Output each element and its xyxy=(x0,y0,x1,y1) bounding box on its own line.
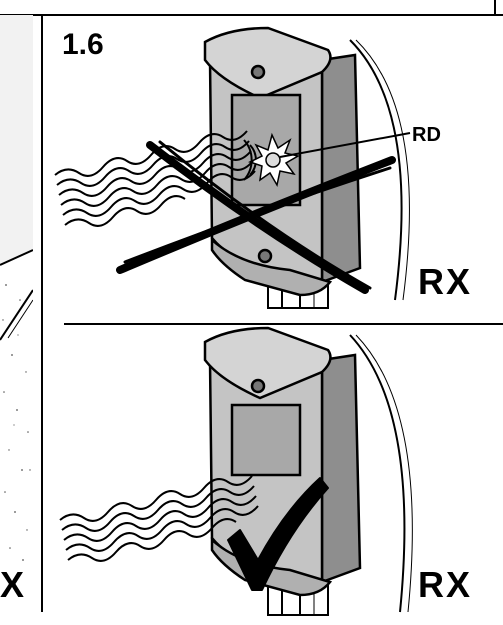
screw-icon xyxy=(250,378,266,394)
top-panel xyxy=(54,26,411,309)
pole-fin-top xyxy=(349,39,403,301)
figure-number: 1.6 xyxy=(62,28,104,61)
receiver-device-bottom xyxy=(203,326,362,597)
screw-icon xyxy=(257,248,273,264)
bottom-panel xyxy=(59,326,413,616)
pole-fin-bottom xyxy=(349,334,406,613)
left-panel-fragment xyxy=(0,15,33,615)
screw-icon xyxy=(250,64,266,80)
incorrect-cross-icon xyxy=(116,140,396,294)
wall-speckles xyxy=(2,284,31,561)
rd-callout-line xyxy=(279,132,411,158)
device-label-bottom: RX xyxy=(418,564,473,605)
rd-callout-label: RD xyxy=(412,124,441,146)
left-fragment-label: X xyxy=(0,564,25,605)
correct-check-icon xyxy=(227,477,329,591)
frame xyxy=(0,0,503,612)
receiver-device-top xyxy=(203,26,362,297)
sensor-flash-icon xyxy=(243,132,301,188)
sunlight-waves-bottom xyxy=(59,475,259,562)
sunlight-waves-top xyxy=(54,130,256,227)
device-label-top: RX xyxy=(418,261,473,302)
